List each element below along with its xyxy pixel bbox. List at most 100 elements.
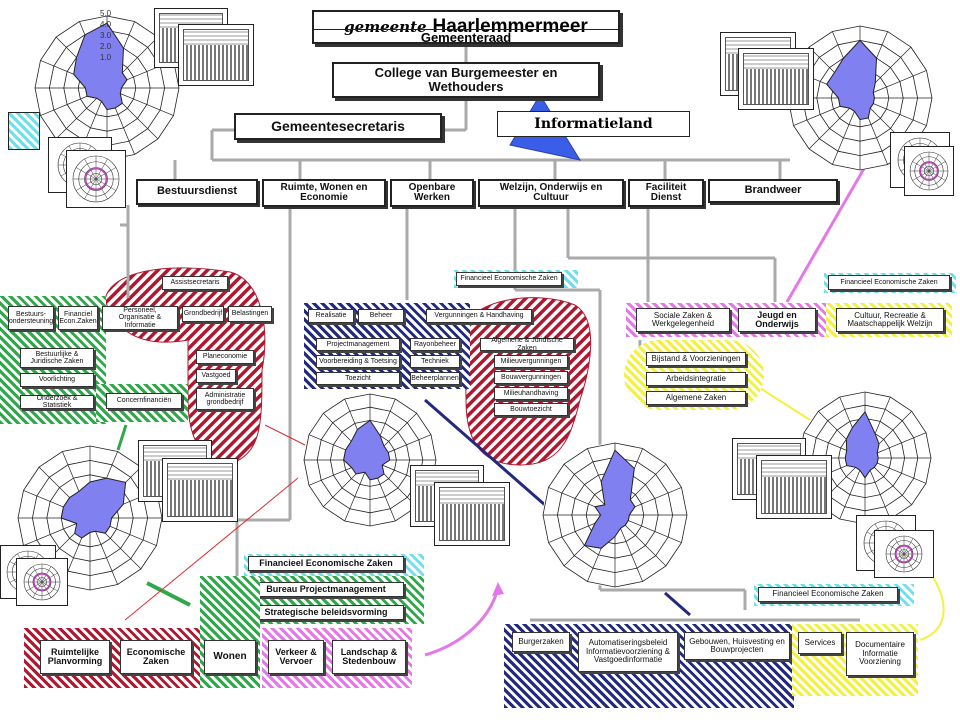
mini-spoke [75,178,97,191]
ow-col1-0[interactable]: Projectmanagement [316,338,400,351]
mini-spoke [903,544,920,555]
box-label: Voorbereiding & Toetsing [319,357,397,365]
ow-col1-1[interactable]: Voorbereiding & Toetsing [316,355,400,368]
scale-label: 1.0 [100,53,112,62]
fd-unit-2[interactable]: Gebouwen, Huisvesting en Bouwprojecten [684,632,790,660]
bd-right-2[interactable]: Administratie grondbedrijf [196,388,254,410]
bd-right-1[interactable]: Vastgoed [196,369,236,383]
box-label: Voorlichting [38,376,76,384]
box-label: Milieuvergunningen [500,357,562,365]
dept-bestuursdienst[interactable]: Bestuursdienst [136,179,258,205]
rwe-staff-2[interactable]: Strategische beleidsvorming [248,605,404,620]
box-label: Belastingen [231,310,269,318]
box-label: Arbeidsintegratie [665,373,727,383]
dept-welzijn[interactable]: Welzijn, Onderwijs en Cultuur [478,179,624,207]
mini-spoke [26,572,43,583]
ow-fez[interactable]: Financieel Economische Zaken [456,272,562,286]
radar-value-shape [583,449,636,549]
rwe-unit-2[interactable]: Wonen [204,640,256,674]
pink-arrow [424,587,500,657]
bd-left-0[interactable]: Bestuurlijke & Juridische Zaken [20,348,94,368]
wz-sub-2[interactable]: Algemene Zaken [646,391,746,405]
yellow-link [759,387,811,421]
wz-top-1[interactable]: Jeugd en Onderwijs [738,308,816,332]
dept-label: Brandweer [744,184,802,197]
bd-assistant[interactable]: Assistsecretaris [162,276,228,290]
box-label: Bureau Projectmanagement [266,583,386,594]
rwe-staff-0[interactable]: Financieel Economische Zaken [248,556,404,571]
bd-right-0[interactable]: Planeconomie [196,350,254,364]
dept-openbare-werken[interactable]: Openbare Werken [390,179,474,207]
rwe-staff-1[interactable]: Bureau Projectmanagement [248,582,404,597]
ow-col3-1[interactable]: Milieuvergunningen [494,355,568,368]
ow-col2-0[interactable]: Rayonbeheer [410,338,460,351]
box-label: Economische Zaken [126,646,186,666]
wz-sub-1[interactable]: Arbeidsintegratie [646,372,746,386]
bar-thumb-tl-2 [178,24,254,86]
box-label: Cultuur, Recreatie & Maatschappelijk Wel… [847,310,933,328]
ow-col2-2[interactable]: Beheerplannen [410,372,460,385]
rwe-unit-4[interactable]: Landschap & Stedenbouw [332,640,406,674]
college-box[interactable]: College van Burgemeester en Wethouders [332,62,600,98]
dept-ruimte[interactable]: Ruimte, Wonen en Economie [262,179,386,207]
bd-left-2[interactable]: Onderzoek & Statistiek [20,395,94,409]
fd-fez[interactable]: Financieel Economische Zaken [758,587,898,602]
ow-top-2[interactable]: Vergunningen & Handhaving [426,309,532,323]
rwe-unit-0[interactable]: Ruimtelijke Planvorming [40,640,110,674]
box-label: Vergunningen & Handhaving [434,312,524,320]
wz-top-2[interactable]: Cultuur, Recreatie & Maatschappelijk Wel… [836,308,944,332]
wz-sub-0[interactable]: Bijstand & Voorzieningen [646,352,746,366]
box-label: Burgerzaken [518,636,564,646]
bd-top-0[interactable]: Bestuurs-ondersteuning [8,306,54,330]
mini-value-ring [919,161,939,181]
ow-top-0[interactable]: Realisatie [308,309,354,323]
mini-spoke [41,566,52,583]
fd-unit-0[interactable]: Burgerzaken [512,632,570,652]
wz-top-0[interactable]: Sociale Zaken & Werkgelegenheid [636,308,730,332]
ow-col3-3[interactable]: Milieuhandhaving [494,387,568,400]
ow-col3-0[interactable]: Algemene & Juridische Zaken [480,337,574,352]
bd-top-2[interactable]: Personeel, Organisatie & Informatie [102,306,178,330]
bd-finance[interactable]: Concernfinanciën [106,393,182,409]
mini-value-ring [84,167,108,191]
bd-top-4[interactable]: Belastingen [228,306,272,322]
box-label: Financieel Economische Zaken [259,557,393,568]
title-main: Haarlemmermeer [432,16,588,37]
mini-spoke [894,538,905,555]
box-label: Bestuurs-ondersteuning [8,310,54,325]
dept-brandweer[interactable]: Brandweer [708,179,838,203]
fd-unit-1[interactable]: Automatiseringsbeleid Informatievoorzien… [578,632,678,672]
mini-radar-svg [909,151,949,191]
rwe-unit-1[interactable]: Economische Zaken [120,640,192,674]
box-label: Financiel Econ.Zaken [59,310,97,325]
radar-layer [17,15,933,591]
wz-fez[interactable]: Financieel Economische Zaken [828,275,950,290]
box-label: Financieel Economische Zaken [460,275,558,283]
scale-label: 2.0 [100,42,112,51]
ow-top-1[interactable]: Beheer [358,309,404,323]
mini-radar-svg [885,535,923,573]
fd-unit-3[interactable]: Services [798,632,842,654]
ow-col2-1[interactable]: Techniek [410,355,460,368]
bd-top-1[interactable]: Financiel Econ.Zaken [58,306,98,330]
rwe-unit-3[interactable]: Verkeer & Vervoer [268,640,324,674]
fd-unit-4[interactable]: Documentaire Informatie Voorziening [846,632,914,676]
box-label: Documentaire Informatie Voorziening [855,640,905,667]
radar-value-shape [343,419,391,481]
dept-facilitair[interactable]: Faciliteit Dienst [628,179,704,207]
ow-col3-4[interactable]: Bouwtoezicht [494,403,568,416]
bd-top-3[interactable]: Grondbedrijf [182,306,224,322]
bd-left-1[interactable]: Voorlichting [20,373,94,387]
mini-spoke [84,178,97,200]
ow-col1-2[interactable]: Toezicht [316,372,400,385]
secretary-box[interactable]: Gemeentesecretaris [234,113,442,140]
bar-thumb-ml-2 [162,458,238,522]
ow-col3-2[interactable]: Bouwvergunningen [494,371,568,384]
mini-spoke [41,572,58,583]
red-link-2 [264,424,306,446]
green-link-2 [116,424,128,451]
box-label: Wonen [213,650,247,662]
mini-spoke [912,170,930,181]
mini-spoke [928,161,946,172]
mini-value-ring [895,545,913,563]
